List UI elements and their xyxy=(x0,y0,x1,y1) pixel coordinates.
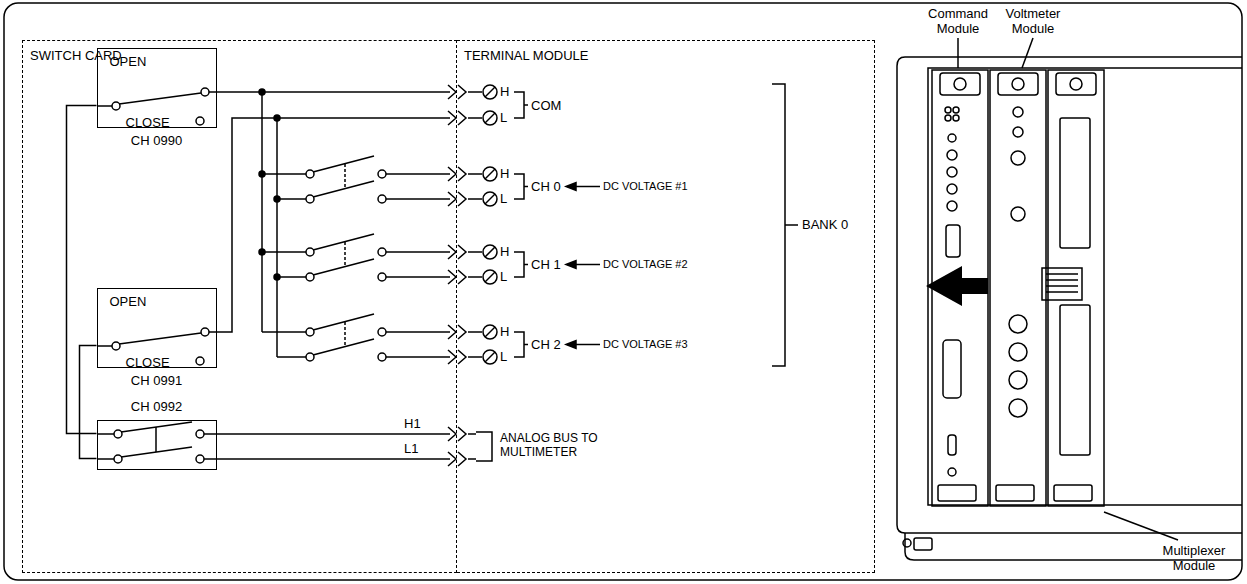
signal-name: H1 xyxy=(404,416,421,431)
channel-label: CH 0990 xyxy=(98,133,216,148)
signal-name: DC VOLTAGE #3 xyxy=(603,338,688,351)
channel-label: CH 0992 xyxy=(98,399,216,414)
pin-name: L xyxy=(500,349,507,364)
pin-name: L xyxy=(500,191,507,206)
channel-name: CH 1 xyxy=(531,257,561,272)
pin-name: H xyxy=(500,166,509,181)
pin-name: H xyxy=(500,324,509,339)
callout-arrow xyxy=(926,266,988,306)
signal-name: L1 xyxy=(404,441,418,456)
switch-state: OPEN xyxy=(110,294,147,309)
bus-note: ANALOG BUS TO MULTIMETER xyxy=(500,431,612,459)
bank-name: BANK 0 xyxy=(802,217,848,232)
signal-name: DC VOLTAGE #2 xyxy=(603,258,688,271)
part-name: Command Module xyxy=(918,6,998,36)
switch-state: CLOSE xyxy=(126,115,170,130)
signal-name: DC VOLTAGE #1 xyxy=(603,180,688,193)
terminal-rows xyxy=(259,85,600,466)
terminal-module-region: TERMINAL MODULE xyxy=(457,40,875,573)
wiring xyxy=(97,84,798,463)
mainframe-illustration xyxy=(897,38,1242,560)
switch-box: OPENCLOSECH 0991 xyxy=(97,288,217,368)
channel-label: CH 0991 xyxy=(98,373,216,388)
pin-name: H xyxy=(500,84,509,99)
part-name: Multiplexer Module xyxy=(1150,543,1238,573)
region-title: SWITCH CARD xyxy=(30,48,122,63)
pin-name: L xyxy=(500,110,507,125)
switch-box: CH 0992 xyxy=(97,420,217,470)
region-title: TERMINAL MODULE xyxy=(464,48,588,63)
channel-name: CH 0 xyxy=(531,179,561,194)
part-name: Voltmeter Module xyxy=(995,6,1071,36)
switch-state: CLOSE xyxy=(126,355,170,370)
pin-name: H xyxy=(500,244,509,259)
channel-name: CH 2 xyxy=(531,337,561,352)
outer-frame xyxy=(4,3,1242,580)
wire xyxy=(80,346,97,459)
switch-box: OPENCLOSECH 0990 xyxy=(97,48,217,128)
terminal-group: COM xyxy=(531,98,561,113)
switch-card-region: SWITCH CARDOPENCLOSECH 0990OPENCLOSECH 0… xyxy=(22,40,457,573)
pin-name: L xyxy=(500,269,507,284)
wire xyxy=(67,106,97,434)
switch-state: OPEN xyxy=(110,54,147,69)
